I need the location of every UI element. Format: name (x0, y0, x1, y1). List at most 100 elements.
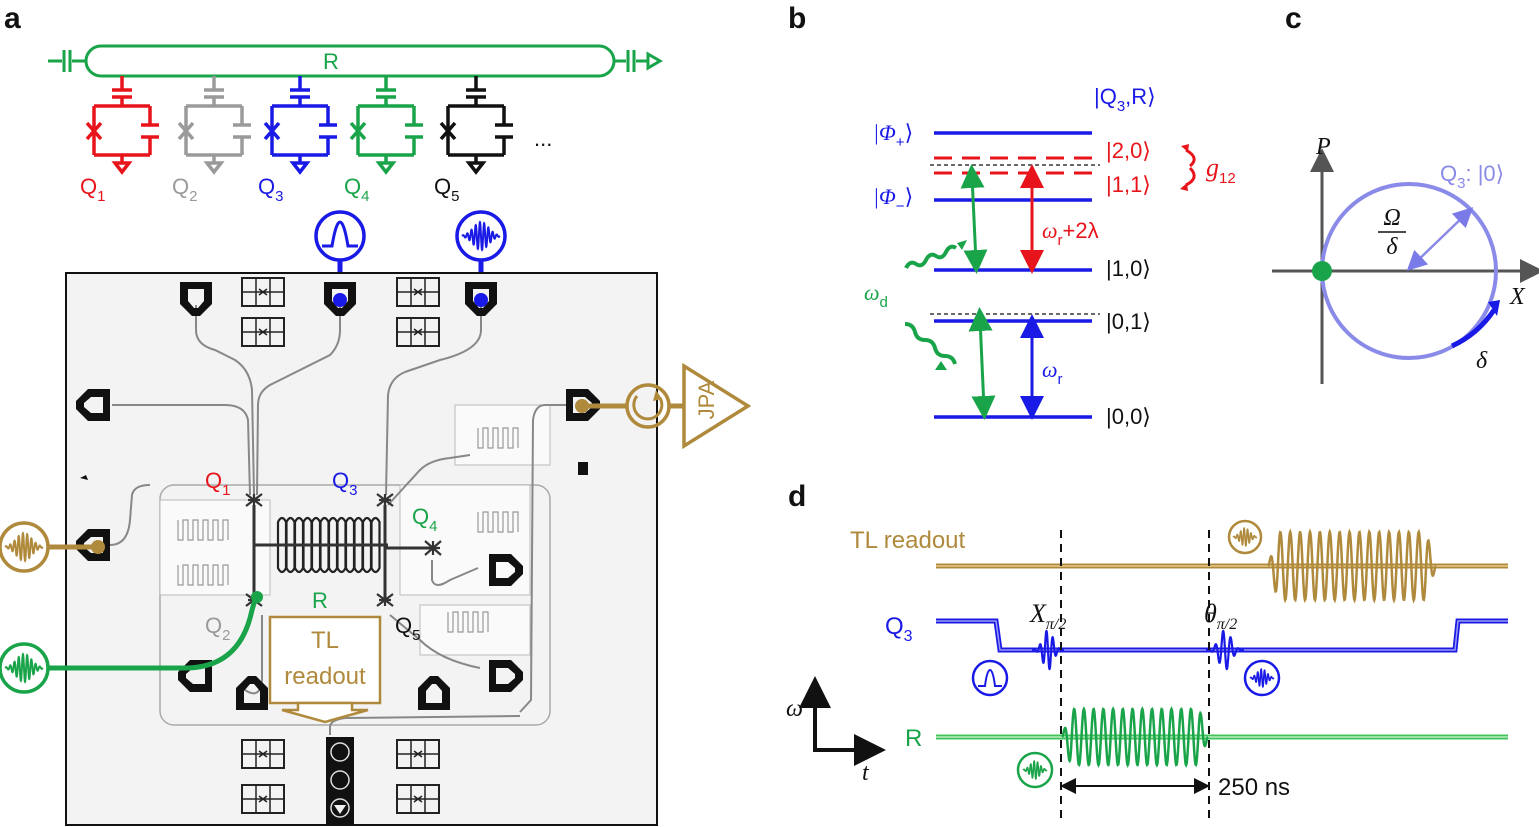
bond-pad (76, 389, 110, 421)
omega-axis-label: ω (786, 696, 803, 722)
tl-readout-line1: TL (311, 627, 339, 654)
bond-pad (465, 282, 497, 316)
chip-q1-label: Q1 (205, 468, 230, 499)
duration-label: 250 ns (1218, 774, 1290, 801)
rotation-arrow (1450, 308, 1497, 349)
chip-photo (65, 272, 658, 826)
test-structure (241, 784, 285, 814)
qubit-circuit-5 (439, 76, 513, 175)
test-structure (241, 277, 285, 307)
flux-probe-dot (333, 293, 347, 307)
green-transition-upper (960, 164, 988, 274)
omega-numerator: Ω (1383, 205, 1400, 231)
omega-r-2lambda-label: ωr+2λ (1042, 218, 1099, 249)
chip-r-label: R (312, 588, 328, 613)
radius-arrow (1406, 207, 1474, 271)
qubit-label-3: Q3 (258, 174, 283, 205)
qubit-label-1: Q1 (80, 174, 105, 205)
chip-q5-label: Q5 (395, 613, 420, 644)
qubit-label-2: Q2 (172, 174, 197, 205)
bond-pad (324, 282, 356, 316)
qubit-circuit-4 (349, 76, 423, 175)
initial-state-dot (1312, 261, 1332, 281)
readout-wavepacket (1267, 528, 1437, 604)
bond-pad (418, 676, 450, 710)
test-structures (241, 277, 440, 825)
tl-readout-line2: readout (284, 663, 366, 690)
panel-d-letter: d (788, 480, 806, 513)
test-structure (241, 317, 285, 347)
microwave-pulse-small-icon (1243, 659, 1281, 697)
chip-q3-label: Q3 (332, 468, 357, 499)
bond-pad (489, 660, 523, 692)
phi-minus-label: |Φ−⟩ (873, 184, 913, 215)
test-structure (396, 739, 440, 769)
tl-readout-box: TL readout (268, 615, 382, 724)
omega-d-label: ωd (864, 280, 888, 311)
panel-d: d TL readout Q3 R Xπ/2 θπ/2 250 ns ω t (786, 480, 1508, 822)
readout-pulse-icon (0, 521, 105, 573)
qubit-circuits: Q1 Q2 Q3 Q4 Q5 (80, 76, 513, 205)
chip-q2-label: Q2 (205, 613, 230, 644)
qubit-label-5: Q5 (434, 174, 459, 205)
level-01-label: |0,1⟩ (1106, 309, 1151, 334)
xy-probe-dot (474, 293, 488, 307)
g12-arrow-lower (1185, 166, 1196, 187)
p-axis-label: P (1315, 134, 1331, 160)
test-structure (396, 277, 440, 307)
omega-r-label: ωr (1042, 357, 1063, 388)
level-00-label: |0,0⟩ (1106, 404, 1151, 429)
amplifier-icon: JPA (682, 362, 752, 450)
logo-mark (330, 798, 350, 818)
bond-pad (236, 676, 268, 710)
jpa-label: JPA (694, 380, 719, 419)
qubit-circuit-2 (177, 76, 251, 175)
g12-arrow-upper (1185, 148, 1196, 168)
rect-pulse-small-icon (971, 659, 1009, 697)
g12-label: g12 (1206, 153, 1236, 187)
test-structure (396, 317, 440, 347)
level-11-label: |1,1⟩ (1106, 172, 1151, 197)
down-arrow-icon (281, 701, 369, 724)
drive-wavy-arrow-lower (904, 322, 957, 365)
resonator-drive-small-icon (1016, 751, 1054, 789)
test-structure (396, 784, 440, 814)
panel-c-letter: c (1285, 2, 1302, 35)
resonator-drive-icon (0, 591, 263, 694)
panel-c: c P X Q3: |0⟩ Ω δ δ (1272, 2, 1539, 384)
theta-pi2-pulse (1205, 629, 1245, 671)
t-axis-label: t (862, 760, 870, 786)
tl-readout-row-label: TL readout (850, 527, 966, 554)
bond-pad (180, 282, 212, 316)
qubit-circuit-3 (263, 76, 337, 175)
logo-mark (330, 770, 350, 790)
qubit-label-4: Q4 (344, 174, 369, 205)
bond-pad (489, 554, 523, 586)
delta-label: δ (1476, 348, 1488, 374)
theta-pi2-label: θπ/2 (1204, 599, 1237, 633)
resonator-bus (48, 44, 663, 78)
logo-mark (330, 742, 350, 762)
drive-wavy-arrow-upper (904, 244, 958, 269)
resonator-label: R (323, 49, 339, 74)
x-axis-label: X (1509, 284, 1526, 310)
panel-b-letter: b (788, 2, 806, 35)
chip-q4-label: Q4 (412, 504, 437, 535)
resonator-drive-wavepacket (1061, 706, 1209, 768)
qubit-ellipsis: ... (534, 126, 552, 151)
state-label: Q3: |0⟩ (1440, 161, 1504, 192)
r-row-label: R (905, 725, 922, 752)
level-20-label: |2,0⟩ (1106, 138, 1151, 163)
joint-state-header: |Q3,R⟩ (1094, 84, 1156, 115)
omega-denominator: δ (1386, 234, 1398, 260)
phi-plus-label: |Φ+⟩ (873, 120, 913, 151)
panel-a-letter: a (4, 2, 21, 35)
green-transition-lower (968, 307, 996, 420)
panel-b: b |Q3,R⟩ |Φ+⟩ |Φ−⟩ |2,0⟩ |1,1⟩ |1,0⟩ |0,… (788, 2, 1236, 429)
bond-pad (566, 389, 600, 421)
q3-row-label: Q3 (885, 613, 913, 645)
level-10-label: |1,0⟩ (1106, 256, 1151, 281)
qubit-circuit-1 (85, 76, 159, 175)
